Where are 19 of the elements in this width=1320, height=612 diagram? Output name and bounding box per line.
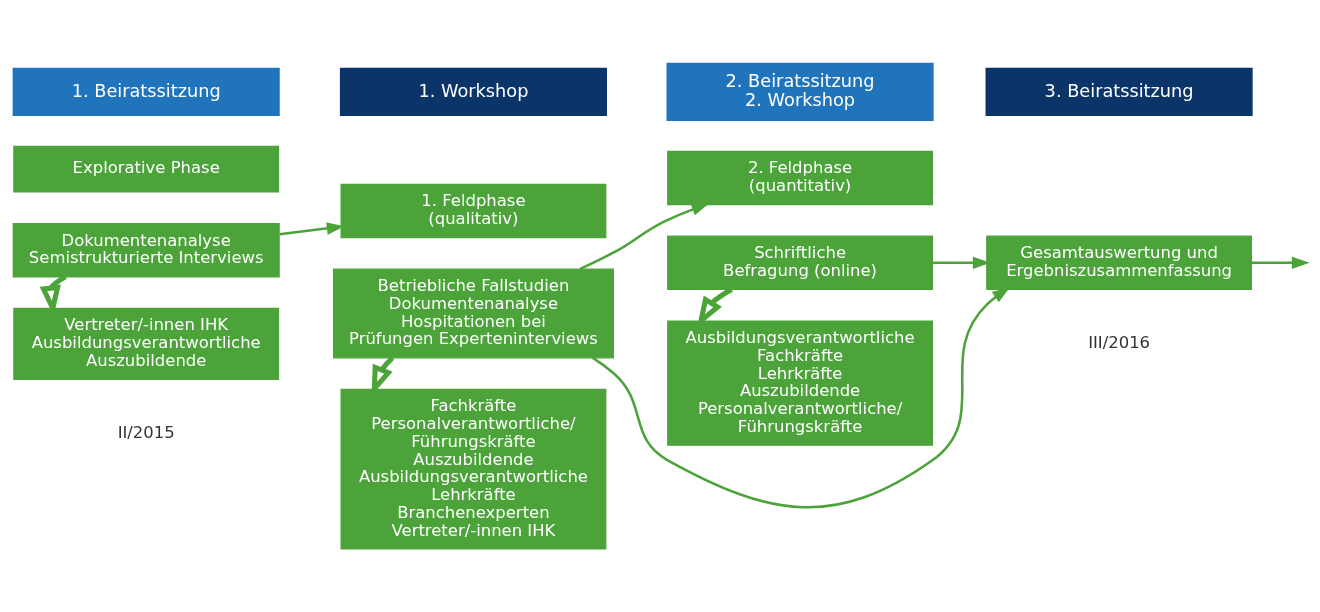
label: III/2016 <box>1088 332 1151 352</box>
node-box: Explorative Phase <box>13 145 280 193</box>
node-box: Gesamtauswertung und Ergebniszusammenfassung <box>986 235 1253 290</box>
node-box: Fachkräfte Personalverantwortliche/ Führungskräfte Auszubildende Ausbildungsverantwortliche Lehrkräfte Branchenexperten Vertreter/-innen IHK <box>340 388 607 550</box>
arrow <box>579 202 710 270</box>
node-box: 2. Feldphase (quantitativ) <box>667 150 933 205</box>
arrow <box>279 221 345 235</box>
node-box: Ausbildungsverantwortliche Fachkräfte Lehrkräfte Auszubildende Personalverantwortliche/ Führungskräfte <box>667 319 933 446</box>
node-box: Vertreter/-innen IHK Ausbildungsverantwortliche Auszubildende <box>13 307 280 380</box>
node-box: 3. Beiratssitzung <box>985 67 1253 116</box>
label: II/2015 <box>117 422 175 442</box>
node-box: 1. Workshop <box>339 67 607 116</box>
node-box: Betriebliche Fallstudien Dokumentenanalyse Hospitationen bei Prüfungen Experteninterviews <box>332 268 614 358</box>
node-box: 2. Beiratssitzung 2. Workshop <box>666 62 934 121</box>
node-box: Dokumentenanalyse Semistrukturierte Interviews <box>12 222 280 277</box>
node-box: 1. Feldphase (qualitativ) <box>340 183 607 238</box>
arrow <box>1251 256 1310 269</box>
node-box: 1. Beiratssitzung <box>12 67 280 116</box>
node-box: Schriftliche Befragung (online) <box>667 235 933 290</box>
